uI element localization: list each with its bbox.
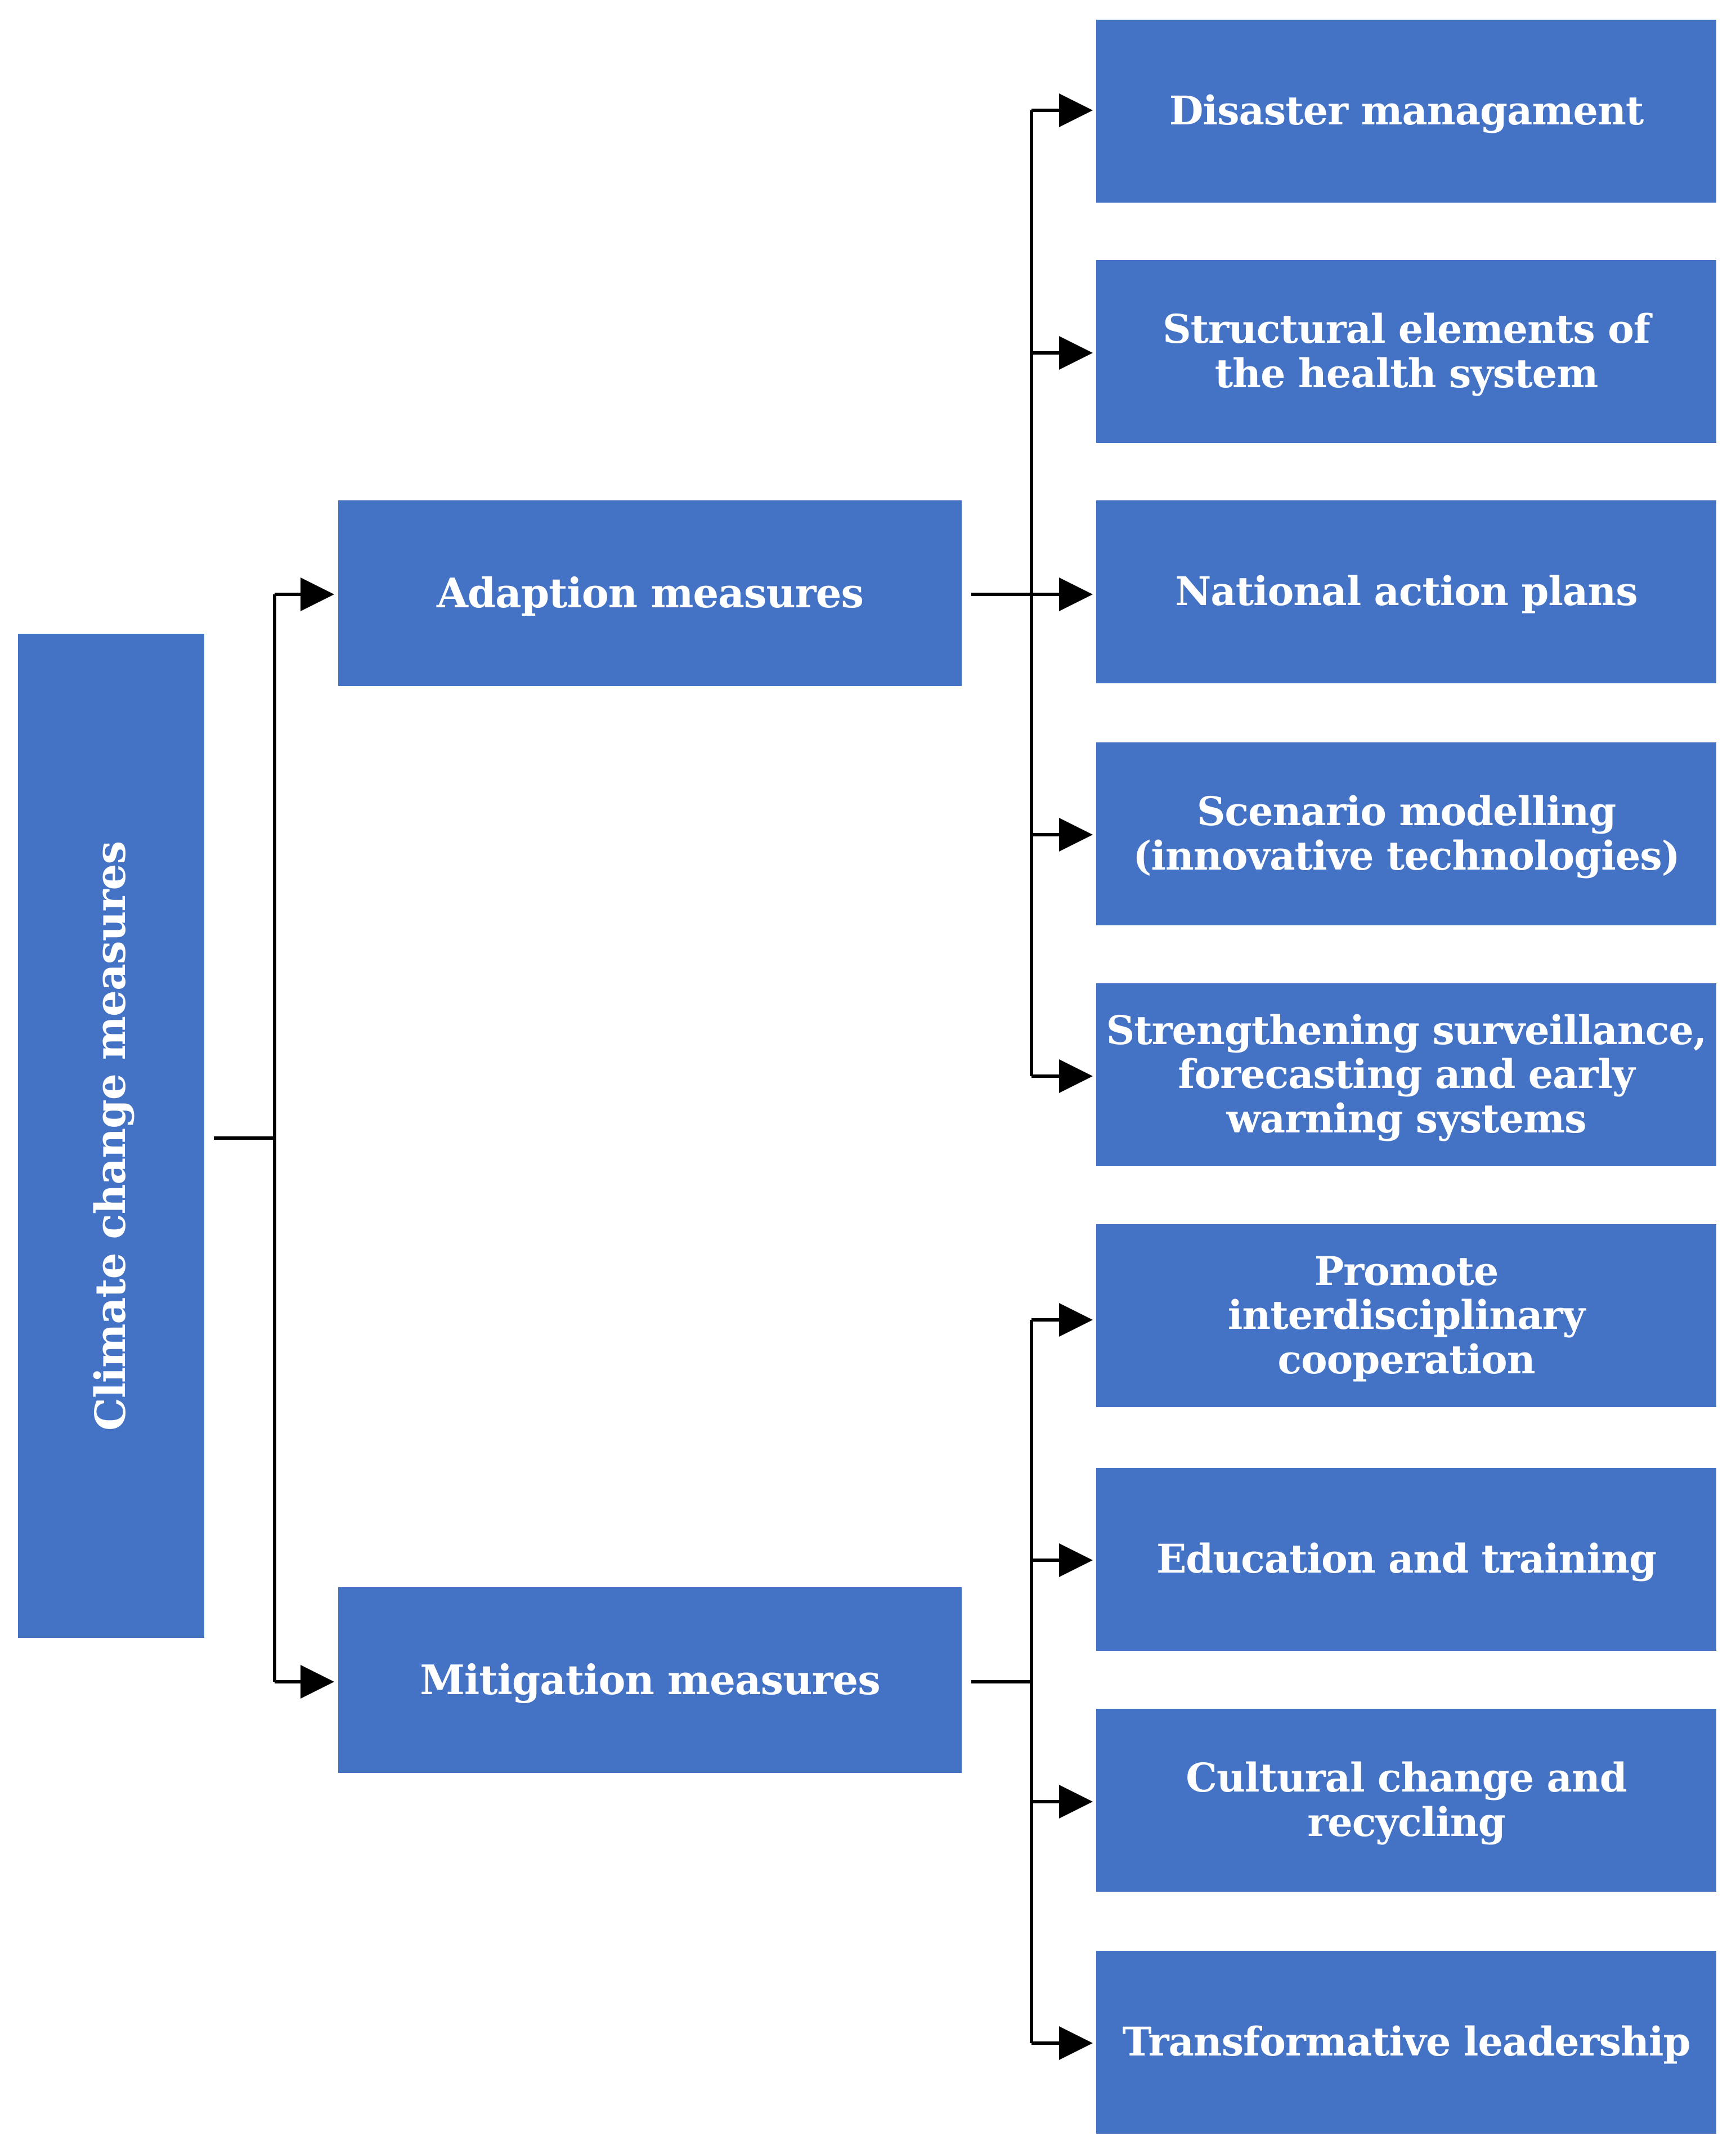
- branch-node-label: Mitigation measures: [420, 1655, 881, 1704]
- branch-node-adaption-measures: Adaption measures: [338, 500, 962, 686]
- root-node-label: Climate change measures: [87, 841, 136, 1431]
- leaf-node-label: Cultural change and recycling: [1186, 1754, 1627, 1846]
- leaf-node-education-training: Education and training: [1096, 1468, 1716, 1651]
- leaf-node-label: Transformative leadership: [1122, 2018, 1691, 2066]
- leaf-node-label: Scenario modelling (innovative technolog…: [1133, 788, 1680, 879]
- leaf-node-cultural-change-recycling: Cultural change and recycling: [1096, 1709, 1716, 1892]
- root-node-climate-change-measures: Climate change measures: [18, 634, 204, 1638]
- branch-node-mitigation-measures: Mitigation measures: [338, 1587, 962, 1773]
- leaf-node-label: National action plans: [1175, 568, 1638, 615]
- leaf-node-scenario-modelling: Scenario modelling (innovative technolog…: [1096, 742, 1716, 925]
- leaf-node-label: Strengthening surveillance, forecasting …: [1106, 1006, 1707, 1142]
- leaf-node-national-action-plans: National action plans: [1096, 500, 1716, 683]
- leaf-node-structural-elements: Structural elements of the health system: [1096, 260, 1716, 443]
- leaf-node-disaster-management: Disaster managament: [1096, 20, 1716, 203]
- branch-node-label: Adaption measures: [436, 568, 864, 617]
- leaf-node-surveillance-systems: Strengthening surveillance, forecasting …: [1096, 983, 1716, 1166]
- leaf-node-label: Promote interdisciplinary cooperation: [1227, 1247, 1585, 1383]
- leaf-node-label: Disaster managament: [1169, 87, 1644, 135]
- leaf-node-label: Structural elements of the health system: [1163, 306, 1650, 397]
- leaf-node-transformative-leadership: Transformative leadership: [1096, 1951, 1716, 2134]
- leaf-node-label: Education and training: [1156, 1535, 1657, 1583]
- leaf-node-interdisciplinary-cooperation: Promote interdisciplinary cooperation: [1096, 1224, 1716, 1407]
